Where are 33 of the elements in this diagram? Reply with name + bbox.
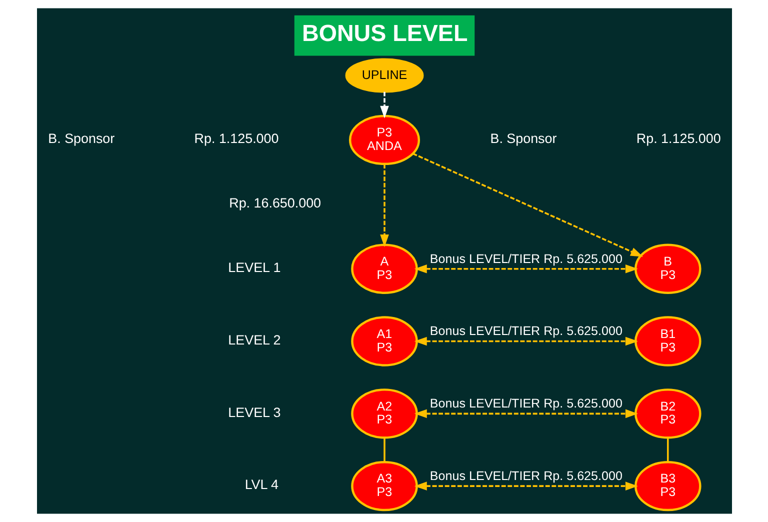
node-ellipse: B1 P3 bbox=[634, 316, 701, 366]
label: LVL 4 bbox=[244, 477, 278, 492]
node-ellipse: P3 ANDA bbox=[348, 114, 420, 166]
label: Rp. 16.650.000 bbox=[228, 196, 321, 211]
diagram-title: BONUS LEVEL bbox=[301, 20, 468, 46]
label: Rp. 1.125.000 bbox=[194, 131, 278, 146]
edge-label: Bonus LEVEL/TIER Rp. 5.625.000 bbox=[429, 252, 622, 266]
node-ellipse: B2 P3 bbox=[634, 388, 701, 439]
label: B. Sponsor bbox=[48, 131, 114, 146]
arrow bbox=[414, 409, 638, 418]
node-ellipse: A3 P3 bbox=[350, 460, 418, 512]
node-ellipse: B P3 bbox=[634, 244, 701, 294]
edge-label: Bonus LEVEL/TIER Rp. 5.625.000 bbox=[429, 324, 622, 338]
label: LEVEL 3 bbox=[228, 404, 280, 420]
node-ellipse: A2 P3 bbox=[350, 388, 418, 439]
connector bbox=[666, 438, 668, 462]
arrow bbox=[380, 164, 388, 248]
connector bbox=[383, 438, 385, 462]
label: LEVEL 1 bbox=[228, 260, 280, 275]
node-ellipse: UPLINE bbox=[344, 58, 424, 93]
node-ellipse: A P3 bbox=[350, 244, 418, 294]
arrow bbox=[414, 482, 638, 490]
edge-label: Bonus LEVEL/TIER Rp. 5.625.000 bbox=[429, 396, 622, 411]
label: Rp. 1.125.000 bbox=[636, 131, 720, 146]
arrow bbox=[414, 336, 638, 346]
node-ellipse: A1 P3 bbox=[350, 316, 418, 366]
node-ellipse: B3 P3 bbox=[634, 460, 701, 512]
arrow bbox=[412, 152, 643, 257]
arrow bbox=[380, 92, 388, 118]
label: B. Sponsor bbox=[490, 131, 556, 146]
arrow bbox=[414, 264, 638, 274]
edge-label: Bonus LEVEL/TIER Rp. 5.625.000 bbox=[429, 468, 622, 483]
label: LEVEL 2 bbox=[228, 332, 280, 348]
